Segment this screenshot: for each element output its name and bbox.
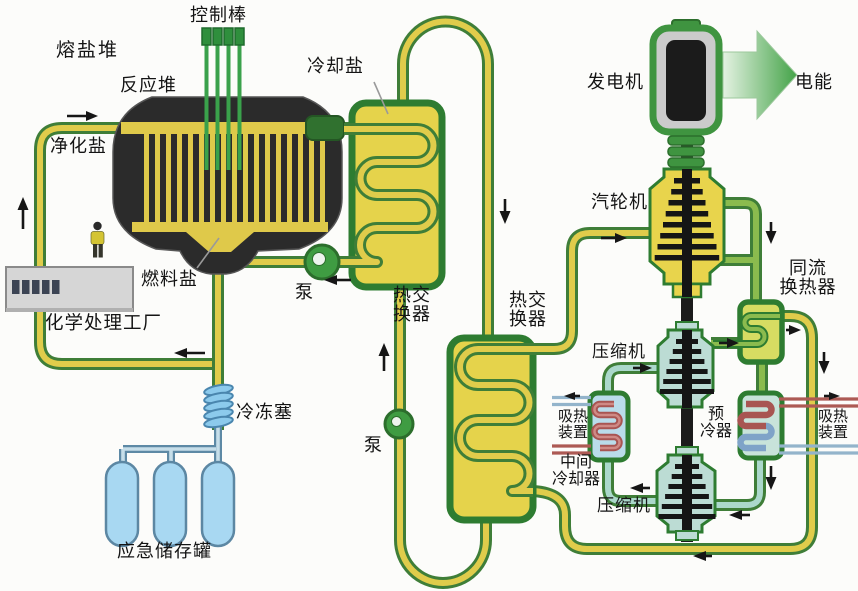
fuel-salt-purification-loop-pipe bbox=[34, 122, 218, 370]
label-heat-exchanger-2: 热交换器 bbox=[509, 290, 547, 330]
compressor-upper bbox=[656, 321, 715, 409]
flow-arrows bbox=[17, 111, 840, 561]
label-chemical-plant: 化学处理工厂 bbox=[45, 314, 163, 334]
label-compressor-lower: 压缩机 bbox=[597, 496, 651, 515]
electric-power-arrow bbox=[722, 29, 798, 121]
label-reactor: 反应堆 bbox=[120, 75, 177, 95]
coolant-salt-return-pipe bbox=[394, 284, 492, 589]
fuel-salt-pointer-line bbox=[196, 237, 220, 269]
steam-turbine bbox=[648, 167, 726, 299]
label-pump-left: 泵 bbox=[295, 282, 314, 302]
coolant-salt-u-pipe bbox=[397, 15, 494, 338]
heat-exchanger-1-coil bbox=[344, 123, 440, 268]
gas-return-pipe bbox=[532, 310, 818, 555]
precooler-coil bbox=[737, 400, 775, 452]
storage-tank bbox=[200, 460, 236, 548]
label-recuperator: 同流换热器 bbox=[779, 258, 837, 298]
generator bbox=[649, 19, 723, 136]
label-freeze-plug: 冷冻塞 bbox=[236, 402, 293, 422]
fuel-salt-pump bbox=[303, 243, 341, 281]
label-intercooler: 中间冷却器 bbox=[551, 454, 600, 489]
storage-tank bbox=[104, 460, 140, 548]
chemical-plant-building bbox=[5, 266, 134, 312]
reactor-outlet-nozzle bbox=[305, 115, 345, 141]
coolant-salt-pointer-line bbox=[373, 81, 389, 115]
label-heat-exchanger-1: 热交换器 bbox=[393, 285, 431, 325]
reactor-vessel bbox=[112, 96, 345, 275]
label-fuel-salt: 燃料盐 bbox=[141, 269, 198, 289]
intercooler-coil bbox=[591, 400, 623, 452]
intercooler-to-compressor-pipe bbox=[602, 362, 660, 396]
control-rods bbox=[201, 27, 245, 170]
storage-tank bbox=[152, 460, 188, 548]
label-steam-turbine: 汽轮机 bbox=[591, 192, 648, 212]
heat-exchanger-2-coil-and-turbine-feed bbox=[454, 227, 654, 497]
label-heat-sink-left: 吸热装置 bbox=[557, 409, 588, 442]
label-purified-salt: 净化盐 bbox=[50, 136, 107, 156]
recuperator-coil bbox=[713, 312, 780, 348]
fuel-rods bbox=[144, 134, 325, 222]
label-precooler: 预冷器 bbox=[699, 406, 732, 441]
label-molten-salt-reactor: 熔盐堆 bbox=[56, 40, 120, 61]
precooler-to-compressor-pipe bbox=[711, 456, 766, 511]
label-heat-sink-right: 吸热装置 bbox=[817, 409, 848, 442]
shaft-coupling bbox=[667, 135, 705, 168]
label-control-rods: 控制棒 bbox=[190, 5, 247, 25]
heat-sink-lines-right bbox=[779, 397, 858, 455]
emergency-storage-tanks bbox=[104, 460, 236, 548]
label-electric-power: 电能 bbox=[795, 72, 833, 92]
label-compressor-upper: 压缩机 bbox=[592, 342, 646, 361]
label-pump-middle: 泵 bbox=[364, 435, 383, 455]
label-coolant-salt: 冷却盐 bbox=[307, 56, 364, 76]
fuel-salt-bottom-header bbox=[132, 222, 328, 232]
coolant-salt-pump bbox=[383, 408, 415, 440]
person-figure bbox=[90, 221, 105, 258]
label-emergency-storage-tanks: 应急储存罐 bbox=[117, 541, 212, 561]
freeze-plug-coil bbox=[203, 383, 234, 429]
fuel-salt-funnel bbox=[186, 232, 254, 252]
drain-tank-manifold-pipe bbox=[119, 424, 222, 464]
compressor-lower bbox=[655, 446, 717, 541]
compressor-to-intercooler-pipe bbox=[602, 456, 660, 507]
label-generator: 发电机 bbox=[587, 72, 644, 92]
